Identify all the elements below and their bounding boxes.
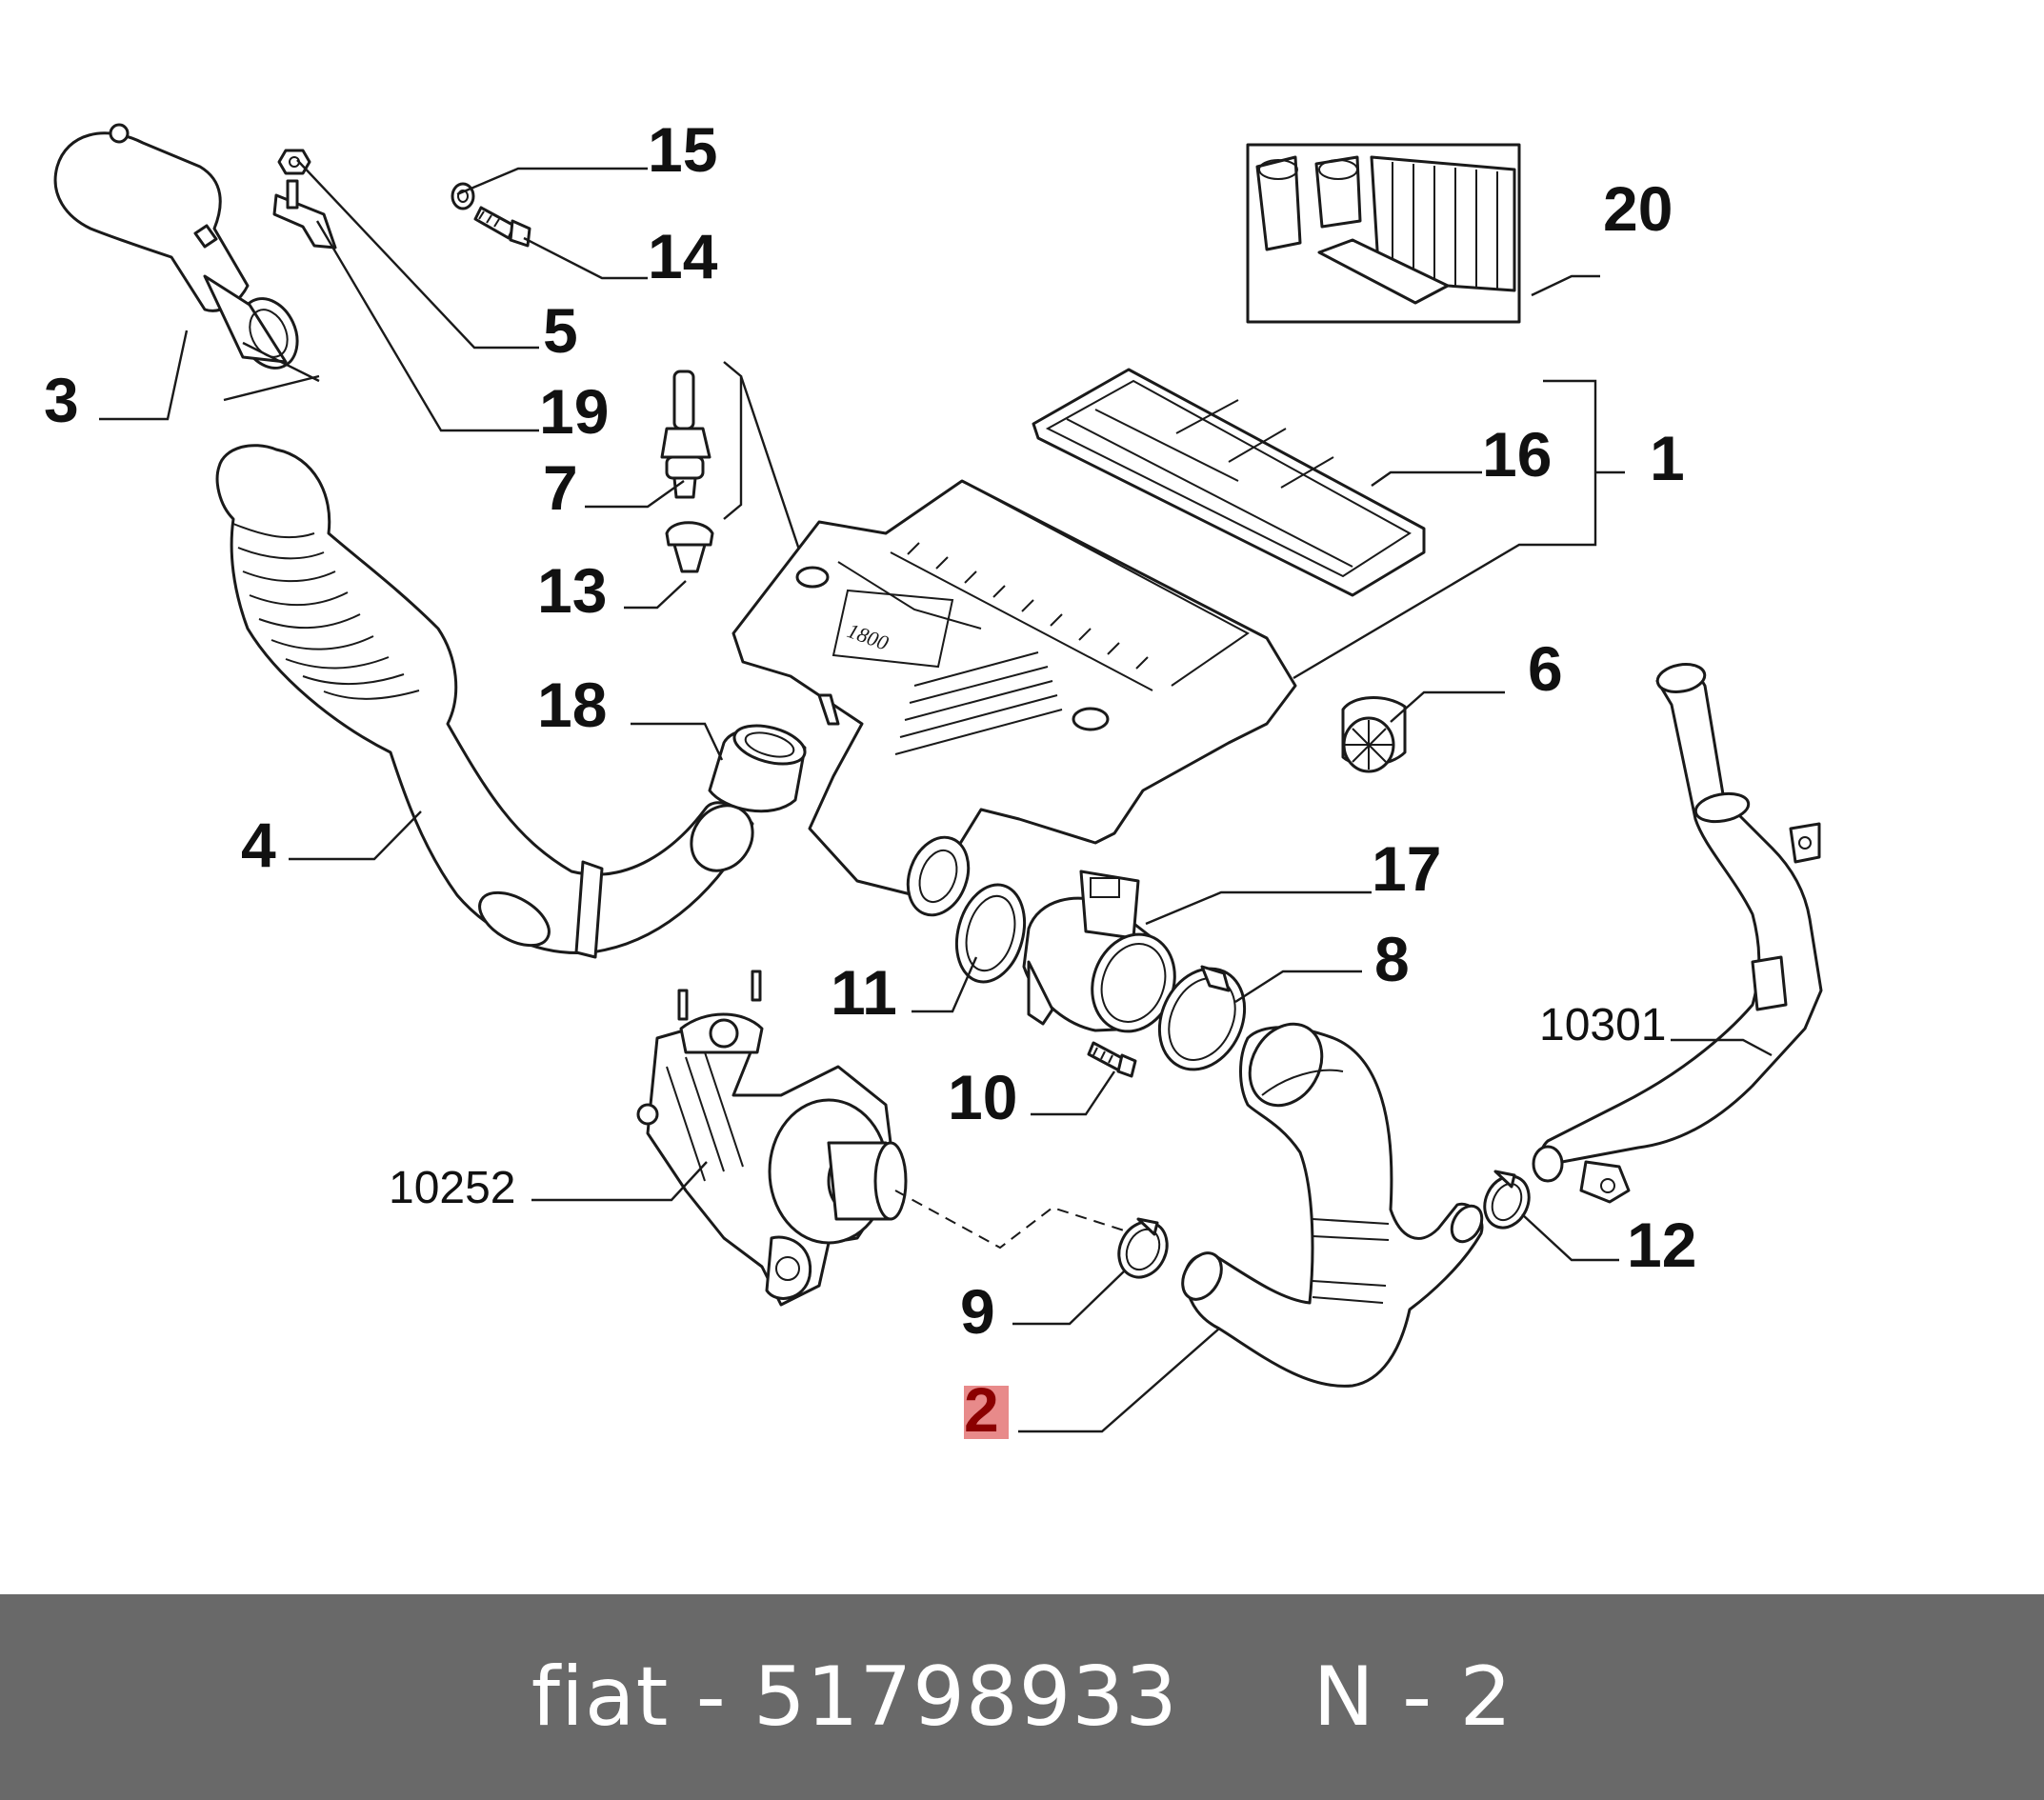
part-2-intake-hose	[1181, 1022, 1484, 1388]
part-17-air-flow-meter	[1022, 870, 1176, 1033]
exploded-view-drawing: 1800	[44, 114, 1823, 1445]
callout-6: 6	[1528, 633, 1563, 704]
part-7-valve	[660, 370, 711, 499]
parts-diagram: 1800	[44, 114, 1823, 1445]
part-12-clamp	[1483, 1170, 1531, 1230]
callout-20: 20	[1603, 173, 1673, 244]
part-20-filter-kit	[1246, 143, 1521, 324]
part-8-hose-clamp	[1157, 965, 1247, 1071]
part-16-filter-element	[1032, 368, 1426, 597]
part-3-intake-snorkel	[53, 123, 299, 370]
part-14-bolt	[473, 206, 531, 248]
footer-part-number: fiat - 51798933 N - 2	[531, 1650, 1513, 1745]
callout-15: 15	[648, 114, 717, 185]
callout-14: 14	[648, 221, 718, 291]
callout-2-highlight	[964, 1386, 1009, 1439]
callout-16: 16	[1482, 419, 1552, 490]
part-19-bracket	[272, 179, 337, 250]
leader-lines	[99, 159, 1773, 1433]
part-13-grommet	[665, 521, 714, 573]
callout-12: 12	[1627, 1210, 1696, 1280]
callout-1: 1	[1650, 423, 1685, 493]
callout-ref-10252: 10252	[389, 1163, 515, 1213]
part-15-washer	[451, 182, 475, 210]
callout-5: 5	[543, 295, 578, 366]
callout-ref-10301: 10301	[1539, 1000, 1666, 1050]
ref-10301-pipe	[1532, 663, 1823, 1204]
part-6-cap	[1341, 696, 1407, 773]
callout-9: 9	[960, 1276, 995, 1347]
part-9-clamp	[1117, 1217, 1169, 1279]
footer-bar: fiat - 51798933 N - 2	[0, 1594, 2044, 1800]
callout-13: 13	[537, 555, 607, 626]
ref-10252-turbocharger	[636, 970, 908, 1307]
callout-11: 11	[831, 957, 897, 1028]
callout-2: 2	[964, 1374, 999, 1445]
callout-17: 17	[1372, 833, 1441, 904]
callout-8: 8	[1374, 924, 1410, 994]
part-10-bolt	[1087, 1041, 1137, 1078]
callout-7: 7	[543, 452, 578, 523]
callouts: 3 5 19 15 14 7 13 18 4 20 16 1 6 17 8 11…	[44, 114, 1696, 1445]
callout-3: 3	[44, 365, 79, 435]
part-11-gasket	[955, 883, 1026, 984]
callout-4: 4	[241, 810, 276, 880]
part-1-air-box	[731, 479, 1297, 917]
callout-10: 10	[948, 1062, 1017, 1132]
callout-18: 18	[537, 670, 607, 740]
callout-19: 19	[539, 376, 609, 447]
part-18-sleeve	[708, 724, 807, 813]
